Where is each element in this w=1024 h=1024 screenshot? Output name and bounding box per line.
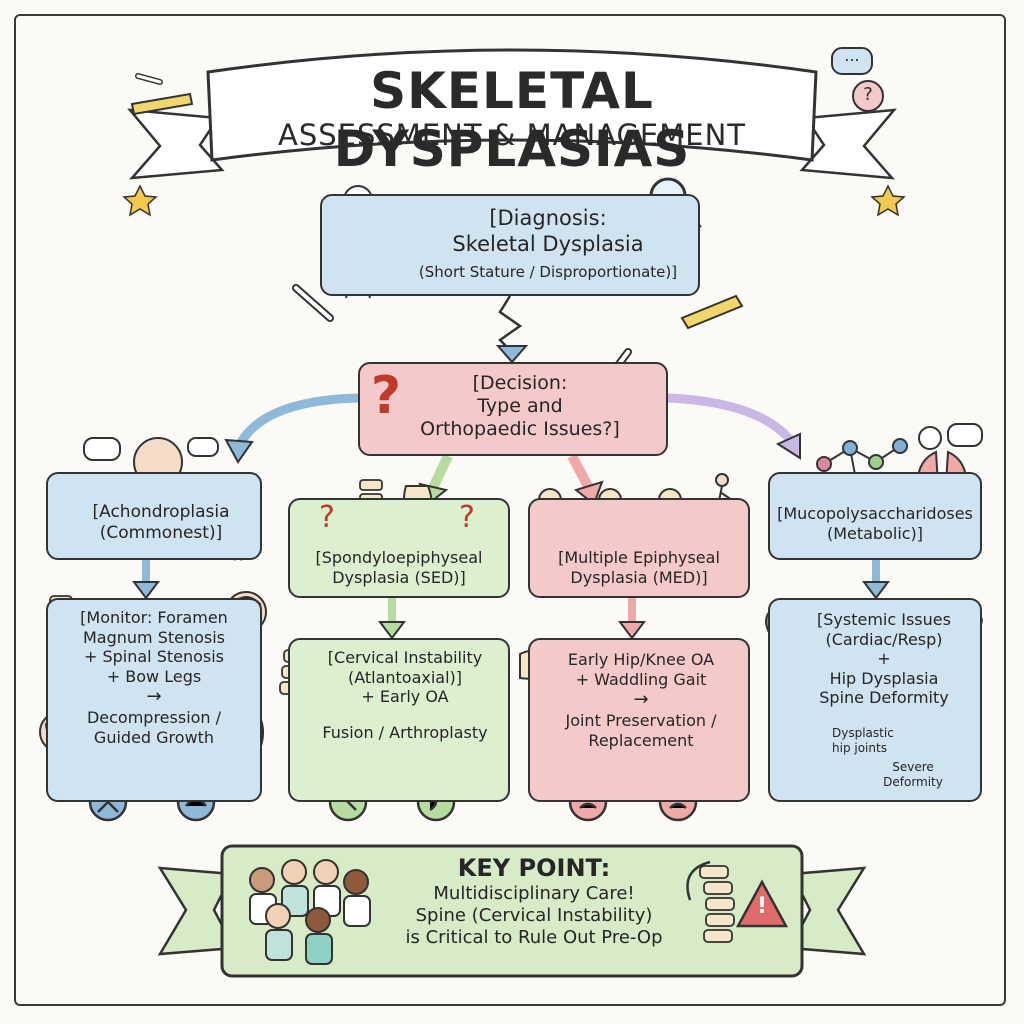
achondroplasia-issues-box — [46, 598, 262, 802]
treatment-line: Fusion / Arthroplasty — [322, 722, 488, 742]
banner-subtitle: ASSESSMENT & MANAGEMENT — [277, 118, 747, 152]
key-point-line: Spine (Cervical Instability) — [415, 905, 653, 927]
key-point-line: Multidisciplinary Care! — [433, 883, 635, 905]
spine-icon — [699, 865, 735, 943]
treatment-line: Decompression / — [86, 708, 222, 728]
star-icon — [122, 184, 906, 217]
issue-line: [Systemic Issues — [817, 610, 951, 629]
type-line: [Spondyloepiphyseal — [315, 548, 483, 567]
type-line: (Metabolic)] — [826, 523, 924, 543]
issue-line: + Early OA — [361, 687, 449, 707]
arrow-to-achondroplasia — [233, 393, 361, 451]
arrow-icon: → — [146, 686, 162, 708]
treatment-line: Joint Preservation / — [565, 710, 717, 730]
sed-issues-box — [288, 638, 510, 802]
speech-dots-icon: ... — [844, 46, 860, 65]
issue-line: (Atlantoaxial)] — [347, 667, 463, 687]
question-mark-icon: ? — [370, 366, 402, 426]
med-box — [528, 498, 750, 598]
severe-deformity-note: Severe Deformity — [878, 760, 948, 789]
key-point-banner — [157, 844, 867, 978]
diagnosis-box — [320, 194, 700, 296]
question-mark-icon: ? — [863, 84, 873, 105]
diagnosis-line: Skeletal Dysplasia — [452, 231, 644, 256]
treatment-line: Guided Growth — [93, 727, 215, 747]
medical-team-icon — [249, 859, 371, 965]
type-line: [Multiple Epiphyseal — [558, 548, 720, 567]
issue-line: + Spinal Stenosis — [83, 647, 225, 667]
arrow-to-med — [567, 453, 595, 493]
decision-line: Orthopaedic Issues?] — [420, 418, 620, 441]
banner-title: SKELETAL DYSPLASIAS — [333, 62, 691, 178]
type-line: Dysplasia (SED)] — [332, 567, 466, 587]
issue-line: (Cardiac/Resp) — [825, 629, 943, 649]
issue-line: [Cervical Instability — [327, 648, 483, 667]
arrow-to-sed — [427, 453, 453, 493]
diagnosis-line: (Short Stature / Disproportionate)] — [418, 263, 678, 282]
issue-line: Early Hip/Knee OA — [567, 650, 715, 669]
key-point-title: KEY POINT: — [457, 854, 611, 882]
note-line: Dysplastic — [832, 726, 894, 740]
arrow-diagnosis-to-decision — [498, 295, 523, 353]
question-mark-icon: ? — [459, 500, 475, 535]
warning-icon — [735, 879, 789, 928]
warning-icon-mark: ! — [756, 894, 768, 919]
down-arrows — [132, 560, 890, 640]
achondroplasia-issues-text: [Monitor: Foramen Magnum Stenosis + Spin… — [76, 608, 232, 747]
issue-line: Spine Deformity — [819, 688, 949, 708]
issue-line: + — [877, 649, 891, 669]
type-line: [Mucopolysaccharidoses — [777, 504, 973, 523]
speech-bubble-icon — [83, 47, 983, 461]
decision-line: Type and — [477, 395, 563, 418]
issue-line: [Monitor: Foramen — [80, 608, 228, 627]
note-line: Severe — [892, 760, 934, 774]
key-point-line: is Critical to Rule Out Pre-Op — [405, 927, 663, 949]
note-line: Deformity — [883, 774, 943, 789]
mps-text: [Mucopolysaccharidoses (Metabolic)] — [772, 504, 978, 543]
type-line: (Commonest)] — [99, 522, 223, 543]
type-line: [Achondroplasia — [92, 502, 230, 522]
issue-line: + Bow Legs — [106, 666, 202, 686]
measuring-tape-icon — [680, 294, 744, 330]
issue-line: Hip Dysplasia — [829, 668, 939, 688]
decision-text: [Decision: Type and Orthopaedic Issues?] — [410, 372, 630, 442]
type-line: Dysplasia (MED)] — [570, 567, 708, 587]
issue-line: Magnum Stenosis — [82, 627, 226, 647]
med-text: [Multiple Epiphyseal Dysplasia (MED)] — [532, 548, 746, 587]
mps-issues-box — [768, 598, 982, 802]
med-issues-box — [528, 638, 750, 802]
issue-line: + Waddling Gait — [575, 669, 707, 689]
measuring-tape-icon — [130, 92, 194, 116]
achondroplasia-text: [Achondroplasia (Commonest)] — [86, 502, 236, 543]
mps-issues-text: [Systemic Issues (Cardiac/Resp) + Hip Dy… — [810, 610, 958, 708]
question-mark-icon: ? — [319, 500, 335, 535]
arrow-to-mps — [667, 393, 796, 445]
page-border — [14, 14, 1006, 1006]
med-issues-text: Early Hip/Knee OA + Waddling Gait → Join… — [556, 650, 726, 750]
treatment-line: Replacement — [588, 730, 694, 750]
sed-issues-text: [Cervical Instability (Atlantoaxial)] + … — [312, 648, 498, 742]
rotation-arrow-icon — [686, 860, 711, 901]
decision-line: [Decision: — [472, 372, 568, 394]
diagnosis-line: [Diagnosis: — [489, 206, 607, 230]
note-line: hip joints — [832, 740, 887, 755]
sed-text: [Spondyloepiphyseal Dysplasia (SED)] — [292, 548, 506, 587]
dysplastic-hip-note: Dysplastic hip joints — [832, 726, 912, 755]
key-point-text: KEY POINT: Multidisciplinary Care! Spine… — [384, 854, 684, 949]
arrow-icon: → — [633, 689, 649, 711]
decision-box — [358, 362, 668, 456]
sed-box — [288, 498, 510, 598]
diagnosis-text: [Diagnosis: Skeletal Dysplasia (Short St… — [400, 206, 696, 282]
molecule-icon — [816, 438, 908, 488]
mps-box — [768, 472, 982, 560]
title-banner — [127, 48, 897, 180]
achondroplasia-box — [46, 472, 262, 560]
